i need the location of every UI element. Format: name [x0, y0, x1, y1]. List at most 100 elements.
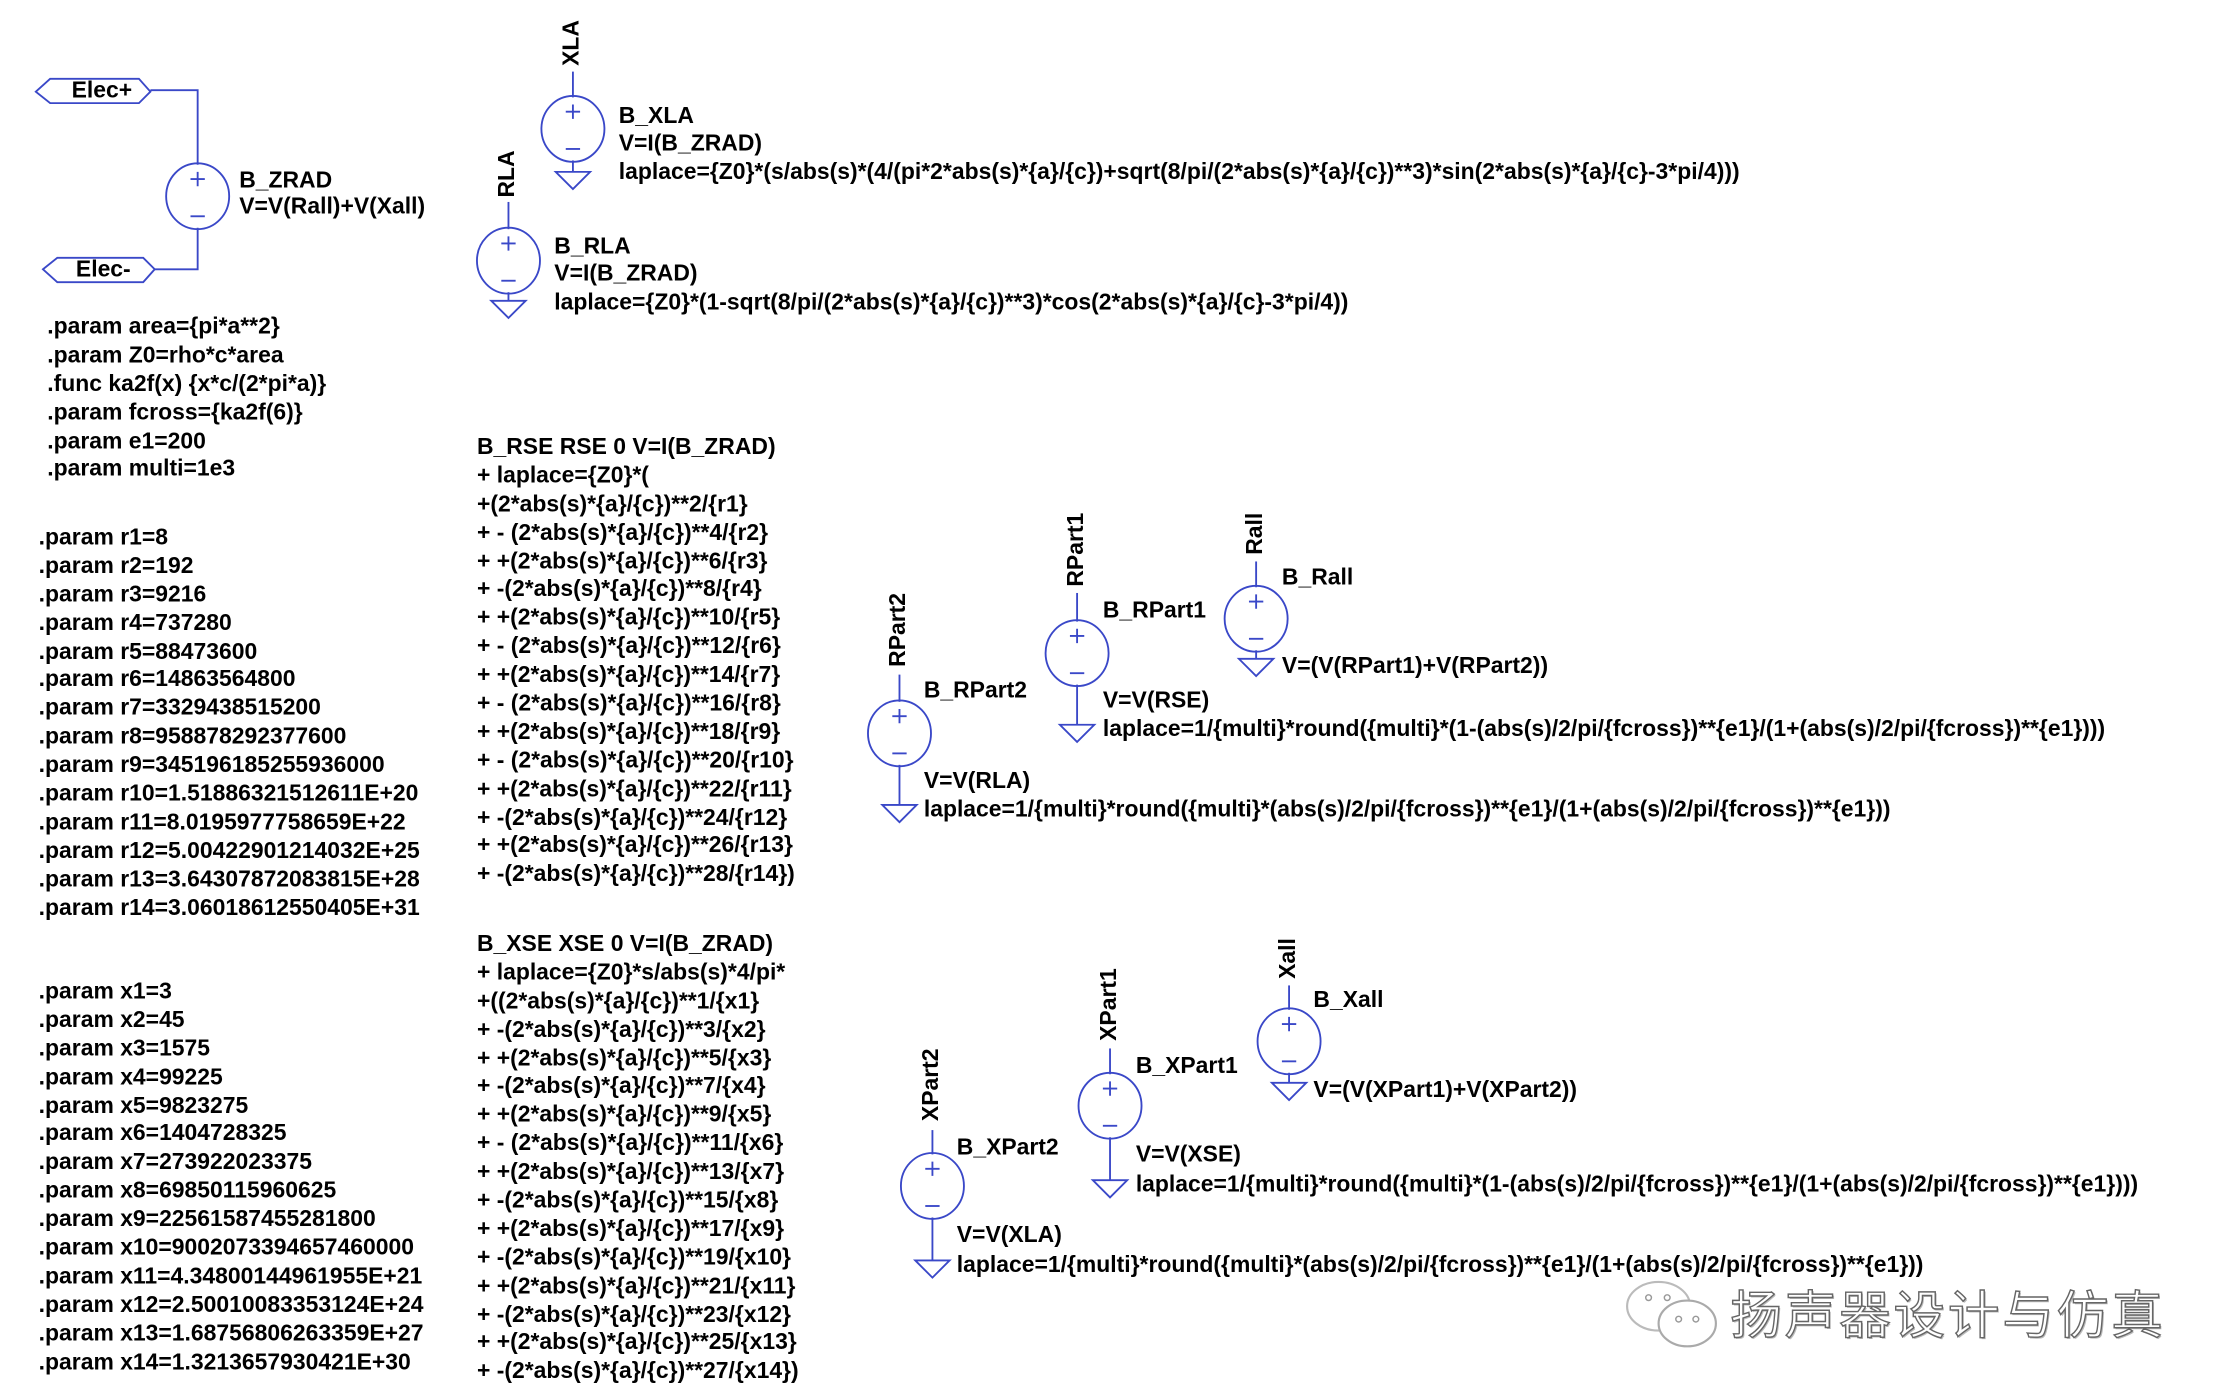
rse-line: + - (2*abs(s)*{a}/{c})**12/{r6}: [476, 634, 781, 660]
spice-directive: .param e1=200: [47, 429, 206, 454]
spice-directive: .param multi=1e3: [47, 457, 236, 482]
wire-elec-minus: [154, 227, 199, 271]
xla-name: B_XLA: [618, 104, 694, 129]
xse-line: + -(2*abs(s)*{a}/{c})**23/{x12}: [476, 1302, 791, 1328]
xse-line: + +(2*abs(s)*{a}/{c})**17/{x9}: [476, 1217, 784, 1242]
x-params-block: .param x1=3.param x2=45.param x3=1575.pa…: [39, 978, 424, 1377]
xpart2-v: V=V(XLA): [956, 1223, 1062, 1248]
rpart2-ground-icon: [880, 804, 919, 824]
rpart2-laplace: laplace=1/{multi}*round({multi}*(abs(s)/…: [923, 797, 1891, 823]
x-param-line: .param x1=3: [38, 979, 172, 1005]
xse-line: + +(2*abs(s)*{a}/{c})**13/{x7}: [476, 1160, 784, 1185]
rla-plus-icon: [501, 236, 516, 251]
xpart2-name: B_XPart2: [956, 1135, 1059, 1161]
x-param-line: .param x9=22561587455281800: [38, 1207, 376, 1232]
r-param-line: .param r2=192: [38, 554, 194, 579]
r-param-line: .param r5=88473600: [38, 639, 258, 664]
xse-line: + -(2*abs(s)*{a}/{c})**3/{x2}: [476, 1017, 766, 1043]
x-param-line: .param x7=273922023375: [38, 1150, 313, 1175]
r-param-line: .param r8=958878292377600: [38, 725, 347, 750]
rse-line: + -(2*abs(s)*{a}/{c})**24/{r12}: [476, 805, 788, 831]
r-param-line: .param r7=3329438515200: [38, 696, 321, 721]
xpart1-laplace: laplace=1/{multi}*round({multi}*(1-(abs(…: [1135, 1173, 2139, 1198]
xse-line: B_XSE XSE 0 V=I(B_ZRAD): [476, 932, 774, 957]
x-param-line: .param x6=1404728325: [38, 1122, 287, 1147]
net-label-xpart2: XPart2: [919, 1048, 944, 1122]
xse-line: + laplace={Z0}*s/abs(s)*4/pi*: [476, 960, 786, 986]
port-elec-minus-label: Elec-: [75, 257, 131, 283]
watermark-text: 扬声器设计与仿真: [1730, 1287, 2166, 1347]
r-param-line: .param r6=14863564800: [38, 668, 296, 693]
b-xse-block: B_XSE XSE 0 V=I(B_ZRAD) + laplace={Z0}*s/…: [477, 931, 799, 1387]
xse-line: + -(2*abs(s)*{a}/{c})**15/{x8}: [476, 1188, 779, 1214]
rse-line: + - (2*abs(s)*{a}/{c})**16/{r8}: [476, 691, 781, 717]
port-elec-plus-icon: [34, 77, 152, 105]
x-param-line: .param x8=69850115960625: [38, 1179, 337, 1204]
rpart2-plus-icon: [892, 708, 907, 724]
net-label-rpart2: RPart2: [886, 592, 911, 667]
r-param-line: .param r10=1.51886321512611E+20: [38, 782, 419, 807]
xall-ground-icon: [1269, 1081, 1309, 1102]
rse-line: + laplace={Z0}*(: [476, 463, 649, 489]
rse-line: + +(2*abs(s)*{a}/{c})**6/{r3}: [476, 549, 768, 574]
zrad-name: B_ZRAD: [239, 169, 333, 194]
directives-block: .param area={pi*a**2}.param Z0=rho*c*are…: [47, 314, 326, 485]
xse-line: + -(2*abs(s)*{a}/{c})**19/{x10}: [476, 1245, 791, 1271]
port-elec-minus-icon: [41, 256, 156, 284]
rse-line: + -(2*abs(s)*{a}/{c})**8/{r4}: [476, 577, 762, 603]
xla-ground-icon: [553, 170, 593, 191]
xse-line: + +(2*abs(s)*{a}/{c})**5/{x3}: [476, 1046, 772, 1071]
x-param-line: .param x13=1.68756806263359E+27: [38, 1321, 424, 1346]
xla-plus-icon: [565, 104, 581, 119]
rse-line: +(2*abs(s)*{a}/{c})**2/{r1}: [476, 492, 748, 517]
spice-directive: .param fcross={ka2f(6)}: [47, 400, 303, 425]
spice-directive: .func ka2f(x) {x*c/(2*pi*a)}: [47, 372, 327, 397]
rpart1-v: V=V(RSE): [1102, 688, 1210, 714]
rla-v: V=I(B_ZRAD): [554, 262, 698, 287]
r-param-line: .param r1=8: [38, 525, 168, 551]
net-label-rall: Rall: [1243, 512, 1268, 555]
xse-line: + +(2*abs(s)*{a}/{c})**9/{x5}: [476, 1103, 772, 1128]
wechat-logo-icon: [1626, 1280, 1717, 1348]
x-param-line: .param x4=99225: [38, 1065, 223, 1090]
rse-line: + +(2*abs(s)*{a}/{c})**14/{r7}: [476, 663, 781, 688]
xse-line: + -(2*abs(s)*{a}/{c})**7/{x4}: [476, 1074, 766, 1100]
rpart1-ground-icon: [1057, 723, 1097, 744]
xall-name: B_Xall: [1313, 988, 1384, 1013]
xse-line: + +(2*abs(s)*{a}/{c})**25/{x13}: [476, 1331, 797, 1356]
r-param-line: .param r14=3.06018612550405E+31: [38, 896, 420, 921]
spice-directive: .param Z0=rho*c*area: [47, 343, 284, 368]
xse-line: + -(2*abs(s)*{a}/{c})**27/{x14}): [476, 1359, 799, 1385]
x-param-line: .param x12=2.50010083353124E+24: [38, 1293, 424, 1318]
xpart1-name: B_XPart1: [1135, 1054, 1238, 1079]
xpart2-ground-icon: [912, 1259, 952, 1279]
net-label-rla: RLA: [495, 150, 520, 198]
wire-elec-plus: [150, 89, 199, 165]
rla-name: B_RLA: [554, 234, 631, 260]
xpart1-plus-icon: [1102, 1081, 1118, 1096]
rpart1-plus-icon: [1069, 628, 1085, 644]
rse-line: + +(2*abs(s)*{a}/{c})**10/{r5}: [476, 606, 781, 631]
rse-line: + +(2*abs(s)*{a}/{c})**26/{r13}: [476, 834, 793, 859]
x-param-line: .param x5=9823275: [38, 1093, 249, 1118]
rpart1-laplace: laplace=1/{multi}*round({multi}*(1-(abs(…: [1102, 717, 2106, 742]
xall-plus-icon: [1281, 1016, 1297, 1032]
x-param-line: .param x3=1575: [38, 1036, 211, 1062]
rall-v: V=(V(RPart1)+V(RPart2)): [1281, 654, 1549, 679]
xpart2-laplace: laplace=1/{multi}*round({multi}*(abs(s)/…: [956, 1253, 1924, 1278]
r-param-line: .param r11=8.0195977758659E+22: [38, 810, 406, 835]
xpart1-v: V=V(XSE): [1135, 1142, 1241, 1168]
xla-laplace: laplace={Z0}*(s/abs(s)*(4/(pi*2*abs(s)*{…: [618, 160, 1740, 185]
xall-v: V=(V(XPart1)+V(XPart2)): [1313, 1078, 1578, 1103]
net-label-xla: XLA: [560, 20, 585, 66]
rall-plus-icon: [1248, 594, 1264, 609]
net-label-rpart1: RPart1: [1064, 512, 1089, 587]
r-param-line: .param r13=3.64307872083815E+28: [38, 867, 420, 892]
xla-v: V=I(B_ZRAD): [618, 131, 763, 157]
x-param-line: .param x11=4.34800144961955E+21: [38, 1264, 423, 1289]
x-param-line: .param x10=9002073394657460000: [38, 1236, 414, 1261]
rse-line: + -(2*abs(s)*{a}/{c})**28/{r14}): [476, 862, 795, 888]
rse-line: + - (2*abs(s)*{a}/{c})**4/{r2}: [476, 520, 769, 546]
